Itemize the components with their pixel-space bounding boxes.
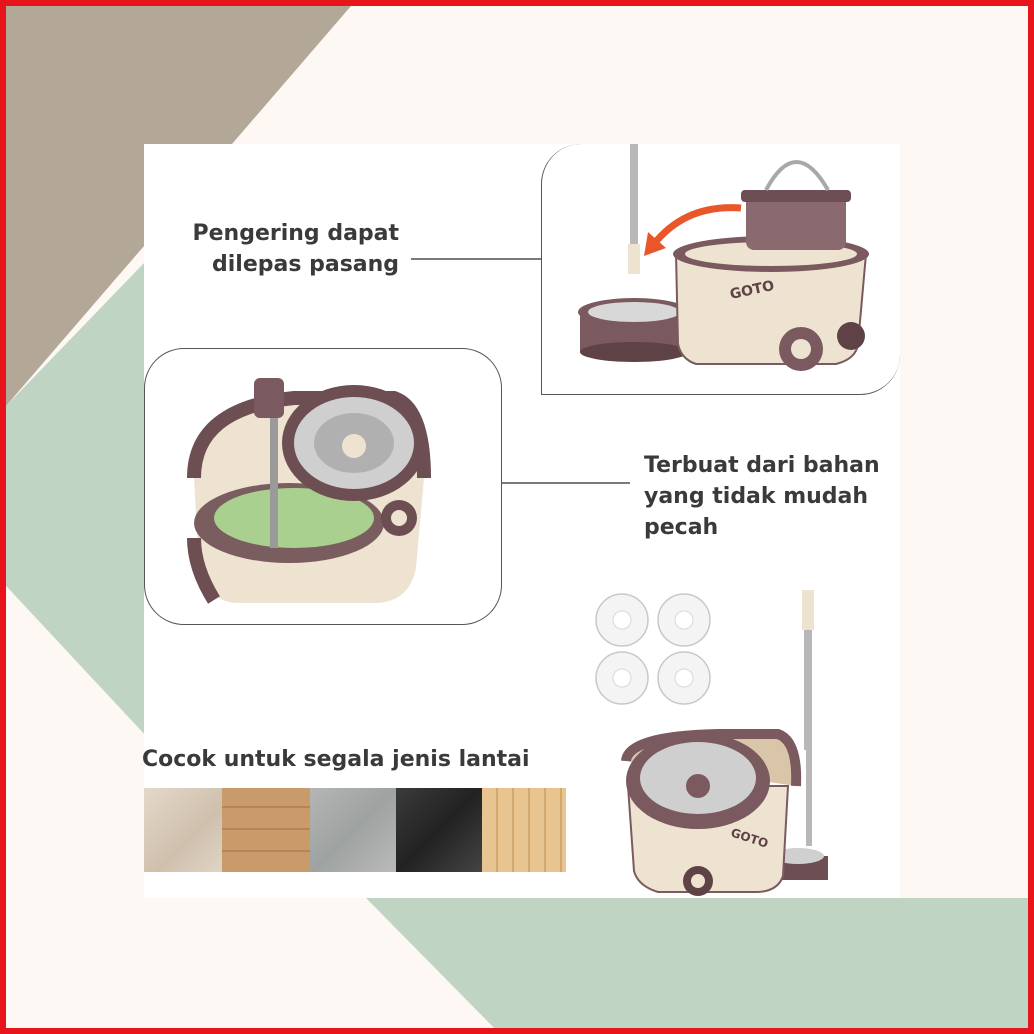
- connector-line-material: [502, 482, 630, 484]
- spin-mop-set-illustration: GOTO: [621, 590, 828, 896]
- bucket-detach-illustration: GOTO: [578, 144, 869, 371]
- floor-tile-concrete-grey: [310, 788, 396, 872]
- floor-tile-wood-planks: [222, 788, 310, 872]
- caption-unbreakable-material: Terbuat dari bahan yang tidak mudah peca…: [644, 453, 880, 540]
- mop-refills-illustration: [595, 593, 711, 705]
- bucket-topview-illustration: [187, 378, 431, 604]
- floor-tile-bamboo-light: [482, 788, 566, 872]
- caption-detachable-dryer: Pengering dapat dilepas pasang: [192, 221, 400, 277]
- connector-line-detach: [411, 258, 541, 260]
- photo-frame-middle-left: [144, 348, 502, 625]
- photo-frame-top-right: [541, 144, 900, 395]
- background-shapes: [6, 6, 1028, 1028]
- floor-tile-marble-black: [396, 788, 482, 872]
- caption-all-floor-types: Cocok untuk segala jenis lantai: [142, 747, 530, 772]
- floor-tile-marble-beige: [144, 788, 222, 872]
